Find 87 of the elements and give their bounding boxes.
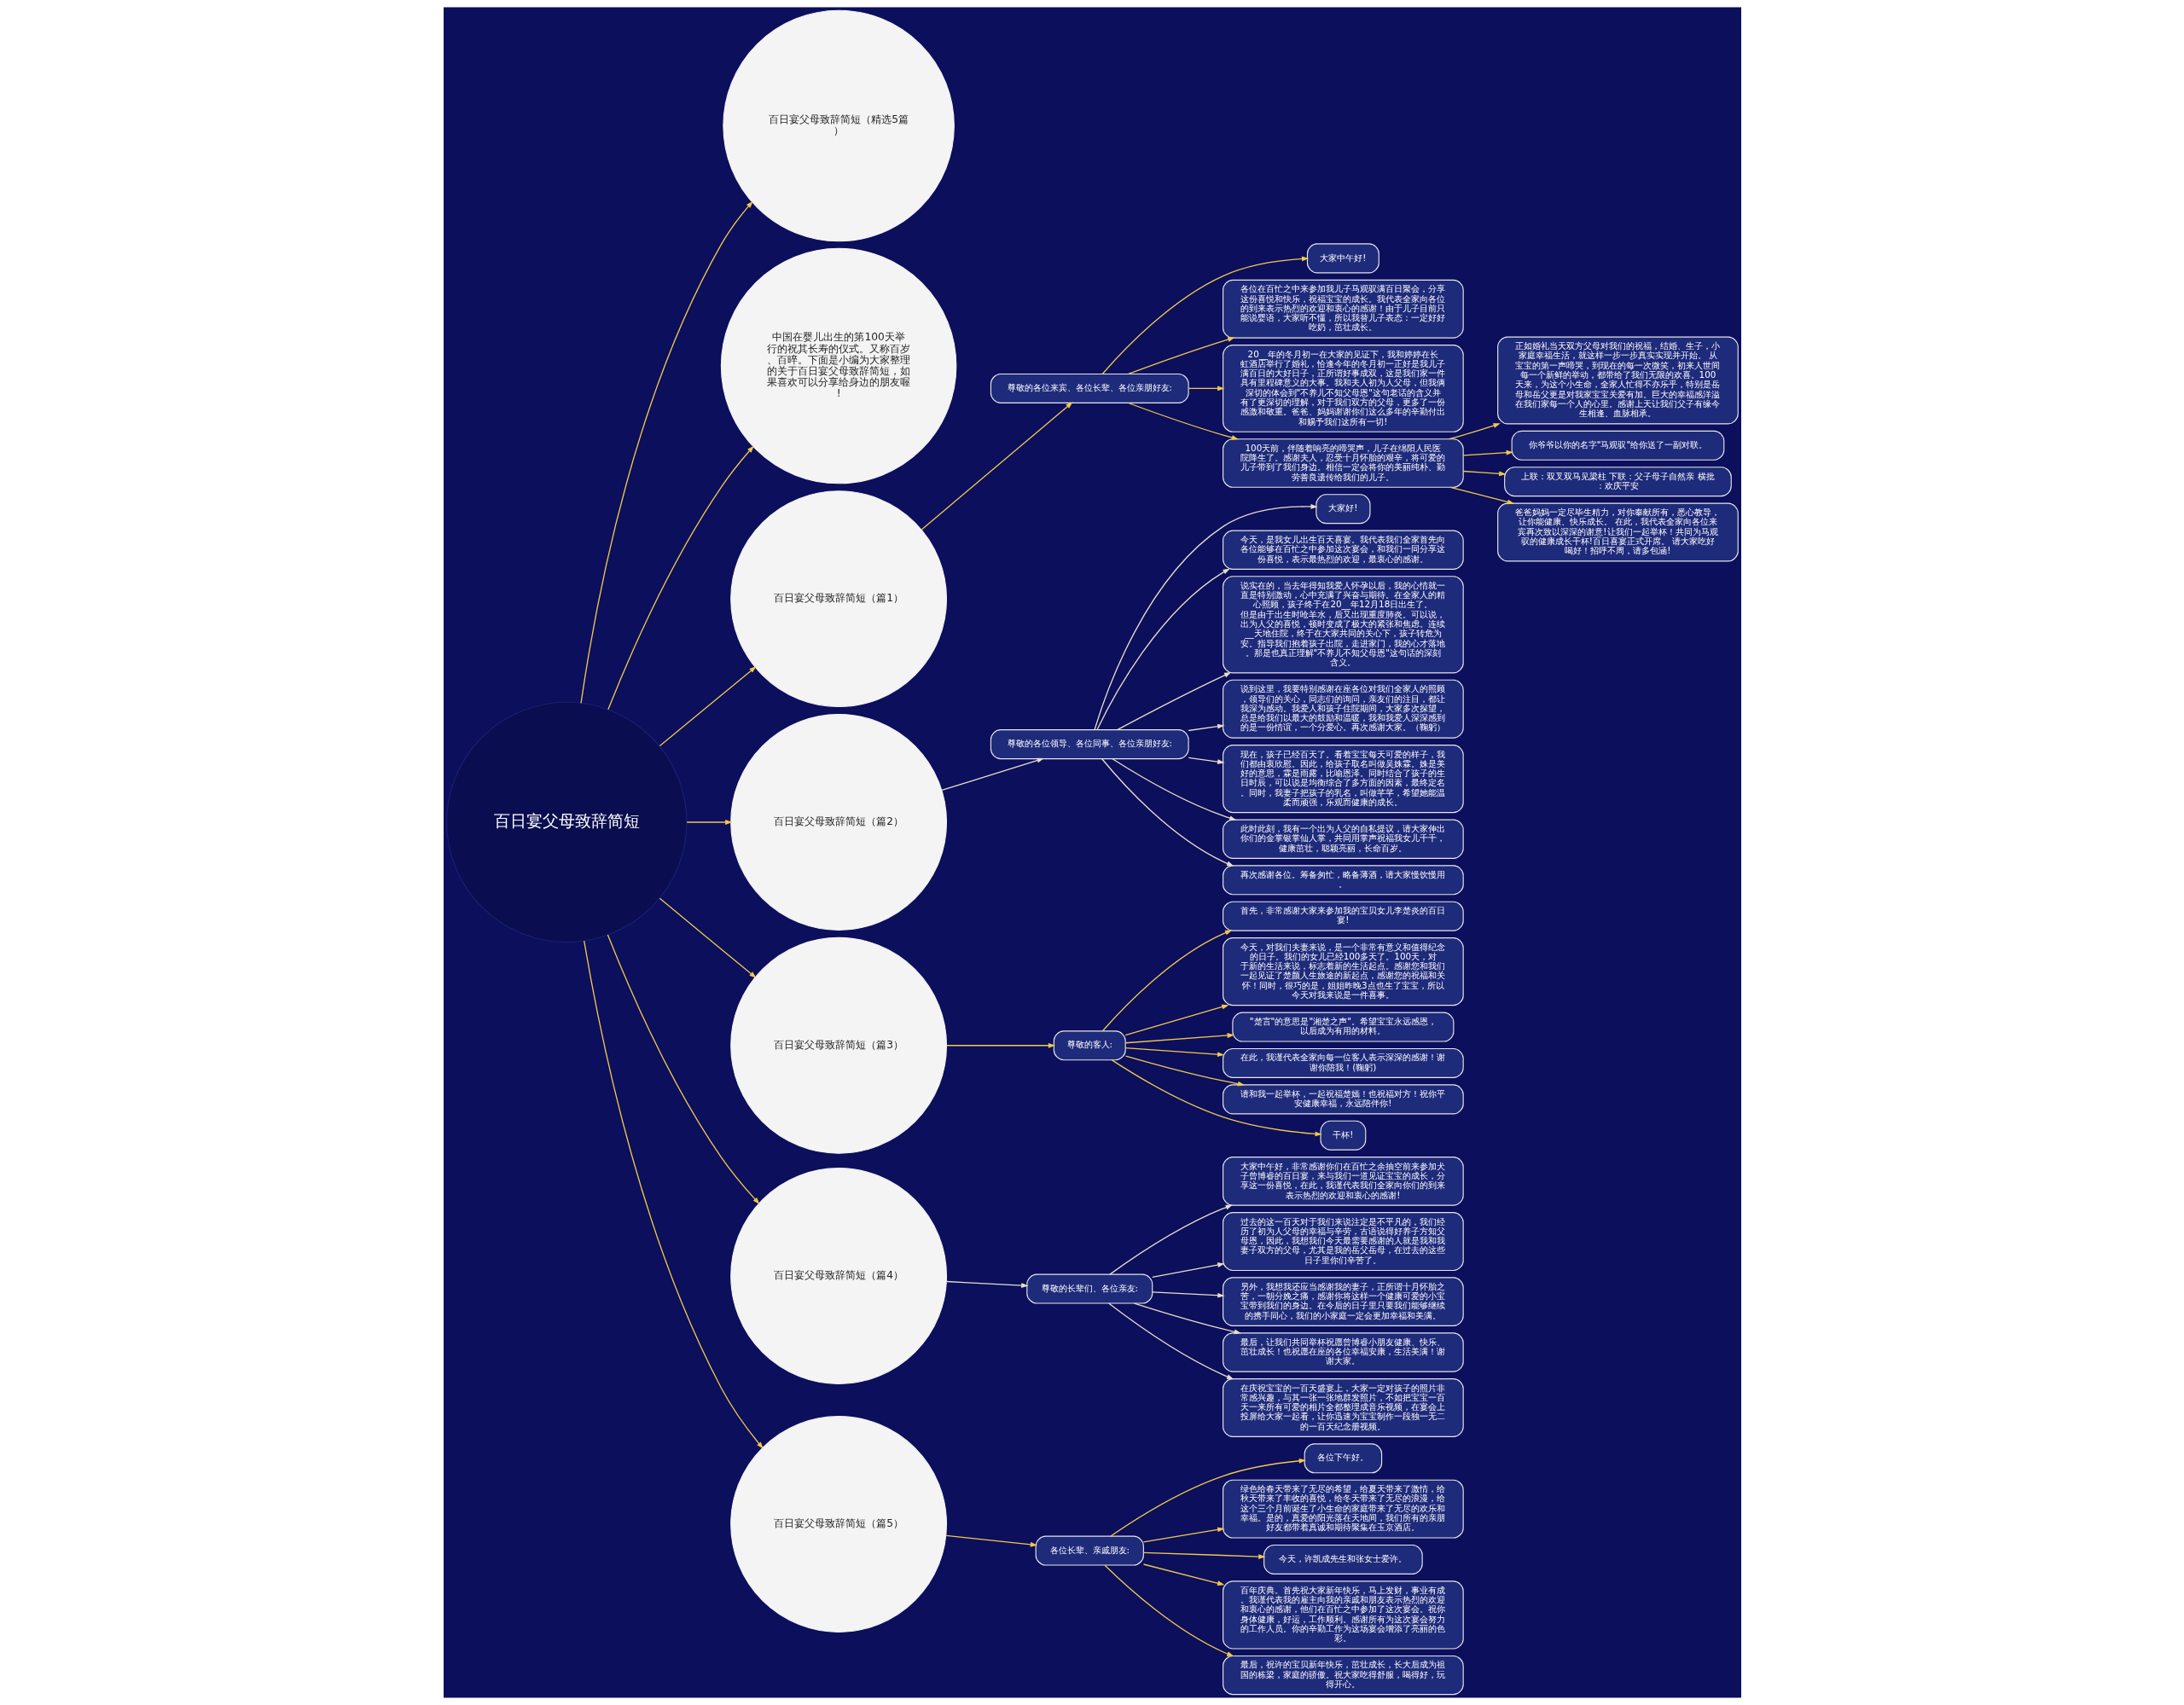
arrow [1093,504,1318,730]
node-box: 尊敬的各位来宾、各位长辈、各位亲朋好友: [990,373,1189,403]
arrow [1142,1527,1224,1543]
node-box: 最后，让我们共同举杯祝愿曾博睿小朋友健康、快乐、茁壮成长！也祝愿在座的各位幸福安康，生活美满！谢谢大家。 [1222,1332,1464,1372]
arrow [1103,1564,1234,1657]
node-box: 大家中午好，非常感谢你们在百忙之余抽空前来参加犬子曾博睿的百日宴，来与我们一道见证宝宝的成长，分享这一份喜悦，在此，我谨代表我们全家向你们的到来表示热烈的欢迎和衷心的感谢! [1222,1157,1464,1206]
node-circle: 百日宴父母致辞简短（篇1） [729,490,947,708]
node-box: 现在，孩子已经百天了。看着宝宝每天可爱的样子，我们都由衷欣慰。因此，给孩子取名叫做吴姝霖。姝是美好的意思，霖是雨露，比喻恩泽。同时结合了孩子的生日时辰，可以说是均衡综合了多方面的因素，最终定名。同时，我妻子把孩子的乳名，叫做芊芊，希望她能温柔而顽强，乐观而健康的成长。 [1222,745,1464,814]
arrow [1124,1004,1229,1036]
arrow [1151,1262,1225,1279]
arrow [1116,672,1231,731]
arrow [1124,1047,1224,1058]
node-box: 各位在百忙之中来参加我儿子马观驭满百日聚会，分享这份喜悦和快乐，祝福宝宝的成长。我代表全家向各位的到来表示热烈的欢迎和衷心的感谢！由于儿子目前只能说婴语，大家听不懂，所以我替儿子表态：一定好好吃奶，茁壮成长。 [1222,279,1464,339]
node-box: 此时此刻，我有一个出为人父的自私提议，请大家伸出你们的金掌银掌仙人掌，共同用掌声祝福我女儿千千，健康茁壮，聪颖亮丽，长命百岁。 [1222,819,1464,859]
arrow [1109,1458,1306,1537]
arrow [1095,568,1230,731]
node-box: 说到这里，我要特别感谢在座各位对我们全家人的照顾，领导们的关心，同志们的询问，亲友们的注目，都让我深为感动。我爱人和孩子住院期间，大家多次探望，总是给我们以最大的鼓励和温暖，我和我爱人深深感到的是一份情谊，一个分爱心。再次感谢大家。（鞠躬） [1222,679,1464,739]
node-box: 百年庆典。首先祝大家新年快乐，马上发财，事业有成。我谨代表我的雇主向我的亲戚和朋友表示热烈的欢迎和衷心的感谢，他们在百忙之中参加了这次宴会。祝你身体健康，好运，工作顺利。感谢所有为这次宴会努力的工作人员。你的辛勤工作为这场宴会增添了亮丽的色彩。 [1222,1580,1464,1650]
arrow [921,402,1073,531]
arrow [1142,1563,1224,1586]
arrow [1108,1204,1233,1275]
node-box: 最后，祝许的宝贝新年快乐，茁壮成长，长大后成为祖国的栋梁，家庭的骄傲。祝大家吃得舒服，喝得好，玩得开心。 [1222,1655,1464,1696]
node-box: 各位长辈、亲戚朋友: [1035,1535,1144,1566]
arrow [1449,486,1514,505]
arrow [607,934,760,1204]
node-box: 上联：双叉双马见梁柱 下联：父子母子自然亲 横批：欢庆平安 [1503,467,1732,497]
node-circle: 百日宴父母致辞简短（篇4） [729,1168,947,1384]
arrow [945,1534,1037,1547]
node-box: 尊敬的长辈们、各位亲友: [1025,1273,1153,1304]
arrow [1101,758,1234,867]
node-box: 请和我一起举杯，一起祝福楚嫣！也祝福对方！祝你平安健康幸福，永远陪伴你! [1222,1084,1464,1115]
node-box: "楚言"的意思是"湘楚之声"。希望宝宝永远感恩，以后成为有用的材料。 [1231,1012,1454,1042]
arrow [583,940,764,1449]
node-box: 过去的这一百天对于我们来说注定是不平凡的，我们经历了初为人父母的幸福与辛劳，古语说得好养子方知父母恩，因此，我想我们今天最需要感谢的人就是我和我妻子双方的父母，尤其是我的岳父岳母，在过去的这些日子里你们辛苦了。 [1222,1212,1464,1271]
arrow [1127,402,1239,440]
arrow [945,1042,1055,1048]
arrow [1188,386,1224,391]
node-box: 今天，许凯成先生和张女士爱许。 [1263,1544,1423,1575]
arrow [1124,1055,1245,1087]
node-box: 尊敬的各位领导、各位同事、各位亲朋好友: [990,729,1189,760]
arrow [659,666,757,747]
node-box: 另外，我想我还应当感谢我的妻子，正所谓十月怀胎之苦，一朝分娩之痛，感谢你将这样一个健康可爱的小宝宝带到我们的身边。在今后的日子里只要我们能够继续的携手同心，我们的小家庭一定会更加幸福和美满。 [1222,1277,1464,1326]
node-box: 你爷爷以你的名字"马观驭"给你送了一副对联。 [1511,430,1724,461]
arrow [1127,337,1235,375]
node-box: 大家中午好! [1306,243,1380,274]
arrow [1188,723,1224,732]
node-circle: 百日宴父母致辞简短（篇2） [729,714,947,931]
node-box: 干杯! [1319,1120,1366,1151]
arrow [686,820,732,825]
node-circle: 百日宴父母致辞简短（精选5篇） [722,9,955,242]
arrow [1188,757,1224,764]
node-box: 尊敬的客人: [1053,1030,1126,1061]
node-box: 20__年的冬月初一在大家的见证下，我和婷婷在长虹酒店举行了婚礼，恰逢今年的冬月初一正好是我儿子满百日的大好日子，正所谓好事成双，这是我们家一件具有里程碑意义的大事。我和夫人初为人父母，但我俩深切的体会到"不养儿不知父母恩"这句老话的含义并有了更深切的理解，对于我们双方的父母，更多了一份感激和敬重。爸爸、妈妈谢谢你们这么多年的辛勤付出和赐予我们这所有一切! [1222,345,1464,432]
node-box: 各位下午好。 [1304,1443,1382,1474]
node-box: 在此，我谨代表全家向每一位客人表示深深的感谢！谢谢你陪我！(鞠躬) [1222,1047,1464,1078]
arrow [945,1280,1028,1288]
node-circle: 百日宴父母致辞简短 [445,701,688,943]
arrow [1142,1551,1266,1559]
node-circle: 百日宴父母致辞简短（篇3） [729,937,947,1154]
arrow [1151,1291,1225,1298]
arrow [1101,256,1309,374]
node-circle: 中国在婴儿出生的第100天举行的祝其长寿的仪式。又称百岁、百晬。下面是小编为大家整理的关于百日宴父母致辞简短，如果喜欢可以分享给身边的朋友喔! [720,247,956,484]
arrow [607,445,754,710]
node-box: 今天，对我们夫妻来说，是一个非常有意义和值得纪念的日子。我们的女儿已经100多天了。100天，对于新的生活来说，标志着新的生活起点。感谢您和我们一起见证了楚颜人生旅途的新起点，感谢您的祝福和关怀！同时，很巧的是，姐姐昨晚3点也生了宝宝，所以今天对我来说是一件喜事。 [1222,937,1464,1006]
node-box: 首先，非常感谢大家来参加我的宝贝女儿李楚炎的百日宴! [1222,901,1464,931]
node-box: 说实在的，当去年得知我爱人怀孕以后，我的心情就一直是特别激动，心中充满了兴奋与期待。在全家人的精心照顾，孩子终于在20__年12月18日出生了。但是由于出生时呛羊水，后又出现重度肺炎。可以说，出为人父的喜悦，顿时变成了极大的紧张和焦虑。连续__天地住院，终于在大家共同的关心下，孩子转危为安。指导我们抱着孩子出院，走进家门，我的心才落地。那是也真正理解"不养儿不知父母恩"这句话的深刻含义。 [1222,576,1464,674]
arrow [1111,1059,1322,1137]
node-box: 今天，是我女儿出生百天喜宴。我代表我们全家首先向各位能够在百忙之中参加这次宴会，和我们一同分享这份喜悦，表示最热烈的欢迎，最衷心的感谢。 [1222,530,1464,570]
node-box: 在庆祝宝宝的一百天盛宴上，大家一定对孩子的照片非常感兴趣，与其一张一张地群发照片，不如把宝宝一百天一来所有可爱的相片全都整理成音乐视频，在宴会上投屏给大家一起看，让你迅速为宝宝制作一段独一无二的一百天纪念册视频。 [1222,1378,1464,1437]
arrow [659,897,757,978]
arrow [1133,1302,1241,1335]
node-box: 再次感谢各位。筹备匆忙，略备薄酒，请大家慢饮慢用。 [1222,865,1464,896]
arrow [1101,930,1232,1032]
node-box: 爸爸妈妈一定尽毕生精力，对你奉献所有，悉心教导，让你能健康、快乐成长。 在此，我代表全家向各位来宾再次致以深深的谢意!让我们一起举杯！共同为马观驭的健康成长干杯!百日喜宴正式开席。 请大家吃好喝好！招呼不周，请多包涵! [1496,502,1739,562]
arrow [941,757,1044,792]
node-circle: 百日宴父母致辞简短（篇5） [729,1416,947,1633]
node-box: 大家好! [1315,494,1370,525]
arrow [1111,758,1236,821]
node-box: 绿色给春天带来了无尽的希望，给夏天带来了激情，给秋天带来了丰收的喜悦，给冬天带来了无尽的浪漫，给这个三个月前诞生了小生命的家庭带来了无尽的欢乐和幸福。是的，真爱的阳光落在天地间，我们所有的亲朋好友都带着真诚和期待聚集在玉京酒店。 [1222,1479,1464,1539]
node-box: 100天前，伴随着响亮的啼哭声，儿子在绵阳人民医院降生了。感谢夫人，忍受十月怀胎的艰辛，将可爱的儿子带到了我们身边。相信一定会将你的美丽纯朴、勤劳善良遗传给我们的儿子。 [1222,438,1464,488]
arrow [1462,470,1506,477]
node-box: 正如婚礼当天双方父母对我们的祝福，结婚、生子，小家庭幸福生活，就这样一步一步真实实现并开始。 从宝宝的第一声啼哭，到现在的每一次微笑，初来人世间每一个新鲜的举动，都带给了我们无限的欢喜。100天来，为这个小生命，全家人忙得不亦乐乎，特别是岳母和岳父更是对我家宝宝关爱有加。巨大的幸福感洋溢在我们家每一个人的心里。感谢上天让我们父子有缘今生相逢、血脉相承。 [1496,336,1739,425]
arrow [1124,1033,1234,1044]
arrow [1448,423,1501,440]
arrow [1107,1302,1234,1380]
arrow [579,200,753,705]
arrow [1462,449,1513,456]
